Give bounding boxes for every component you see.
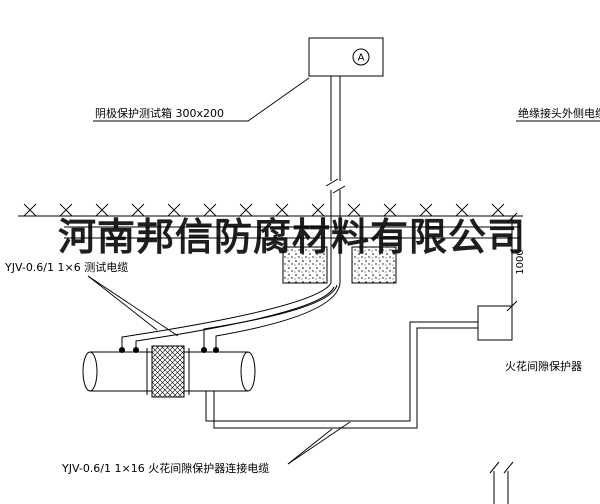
spark-gap-protector-box bbox=[477, 305, 513, 341]
terminal-dot bbox=[201, 347, 207, 353]
leader-line bbox=[87, 275, 179, 337]
leader-line bbox=[93, 77, 310, 122]
annotation-connection-cable: YJV-0.6/1 1×16 火花间隙保护器连接电缆 bbox=[61, 421, 351, 475]
label-test-box: 阴极保护测试箱 300x200 bbox=[95, 106, 224, 120]
dimension-tick bbox=[506, 212, 518, 224]
label-spark-protector: 火花间隙保护器 bbox=[505, 359, 582, 373]
connection-cables bbox=[205, 321, 478, 429]
terminal-dot bbox=[119, 347, 125, 353]
label-insulation-cable: 绝缘接头外侧电缆 bbox=[518, 106, 600, 120]
insulating-joint bbox=[151, 345, 185, 398]
label-connection-cable: YJV-0.6/1 1×16 火花间隙保护器连接电缆 bbox=[61, 461, 269, 475]
pipeline bbox=[82, 345, 256, 398]
leader-line bbox=[287, 421, 351, 465]
test-box: A bbox=[308, 37, 384, 77]
dimension-value: 1000 bbox=[515, 249, 526, 274]
dimension-1000: 1000 bbox=[506, 212, 526, 312]
annotation-insulation-cable: 绝缘接头外侧电缆 bbox=[516, 106, 600, 122]
break-mark bbox=[332, 185, 346, 194]
dimension-tick bbox=[506, 300, 518, 312]
watermark-text: 河南邦信防腐材料有限公司 bbox=[58, 214, 526, 259]
pipe-end-right bbox=[240, 351, 256, 392]
ammeter-letter: A bbox=[358, 53, 365, 64]
break-mark bbox=[325, 178, 339, 187]
leader-line bbox=[87, 275, 158, 331]
conduit-riser bbox=[325, 76, 346, 283]
ammeter-symbol bbox=[352, 48, 370, 66]
company-watermark: 河南邦信防腐材料有限公司 bbox=[58, 214, 526, 259]
pipe-end-left bbox=[82, 351, 98, 392]
pipe-riser-break-symbol bbox=[489, 461, 514, 504]
test-cable-wires bbox=[121, 282, 341, 350]
terminal-dot bbox=[213, 347, 219, 353]
concrete-block-left bbox=[282, 246, 328, 284]
concrete-block-right bbox=[351, 246, 397, 284]
leader-line bbox=[287, 428, 333, 465]
terminal-dot bbox=[133, 347, 139, 353]
annotation-test-cable: YJV-0.6/1 1×6 测试电缆 bbox=[4, 261, 179, 337]
label-test-cable: YJV-0.6/1 1×6 测试电缆 bbox=[4, 261, 128, 274]
cable-terminals bbox=[119, 347, 219, 353]
annotation-test-box: 阴极保护测试箱 300x200 bbox=[93, 77, 310, 122]
